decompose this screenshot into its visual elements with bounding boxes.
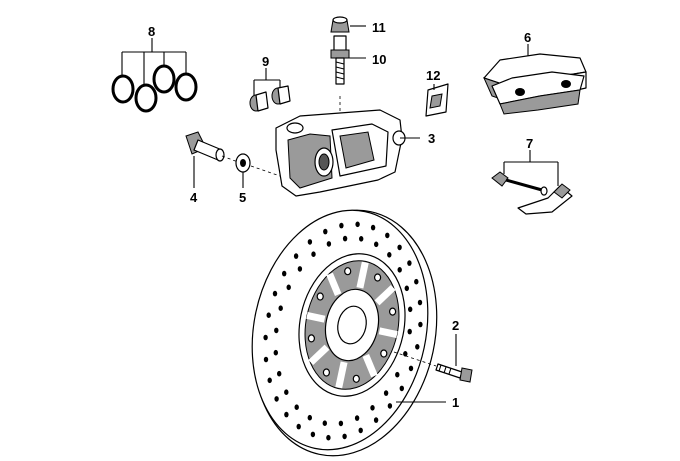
disc-drill-hole [339,222,344,229]
disc-drill-hole [284,389,289,396]
disc-drill-hole [408,306,413,313]
disc-drill-hole [282,270,287,277]
disc-drill-hole [267,377,272,384]
disc-drill-hole [307,414,312,421]
disc-drill-hole [395,371,400,378]
callout-5: 5 [239,190,246,205]
disc-drill-hole [263,334,268,341]
disc-drill-hole [385,232,390,239]
disc-drill-hole [293,253,299,259]
disc-rivet [380,349,388,358]
disc-drill-hole [397,267,402,273]
bleed-caps-part-9 [249,85,291,112]
disc-drill-hole [342,235,348,242]
disc-spoke [374,284,396,306]
callout-labels: 8 9 11 10 12 3 6 7 4 5 2 1 [148,20,533,410]
disc-drill-hole [407,260,412,266]
disc-drill-hole [359,236,364,242]
disc-spoke [335,361,348,389]
disc-drill-hole [404,285,409,292]
disc-drill-hole [307,239,313,245]
disc-drill-hole [286,284,291,291]
disc-rivet [352,374,360,383]
disc-drill-hole [272,290,278,297]
disc-drill-hole [284,411,289,418]
disc-spoke [308,344,330,366]
brake-pads-part-6 [483,53,587,115]
disc-spoke [362,354,378,378]
disc-drill-hole [414,278,419,285]
disc-drill-hole [326,241,332,247]
disc-drill-hole [418,321,423,328]
disc-drill-hole [387,403,393,409]
disc-drill-hole [373,417,379,423]
anti-rattle-spring-part-12 [425,83,449,117]
callout-11: 11 [372,20,386,35]
disc-spoke [356,261,369,289]
disc-rivet [374,273,382,282]
callout-10: 10 [372,52,386,67]
callout-1: 1 [452,395,459,410]
disc-drill-hole [277,370,282,377]
disc-spoke [306,311,326,323]
bleed-screw-part-10 [330,35,350,85]
seal-rings-part-8 [111,64,198,113]
disc-rivet [307,334,315,343]
disc-drill-hole [266,312,271,319]
disc-drill-hole [273,349,278,356]
pin-bolt-part-4 [185,131,239,163]
disc-drill-hole [355,221,360,228]
disc-drill-hole [370,405,375,411]
disc-rivet [322,368,330,377]
dust-cap-part-11 [330,16,350,33]
disc-drill-hole [326,434,331,441]
disc-rivet [389,307,397,316]
disc-drill-hole [294,404,299,411]
disc-rivet [316,292,324,301]
disc-spoke [326,272,342,296]
callout-8: 8 [148,24,155,39]
callout-4: 4 [190,190,198,205]
leader-lines [121,25,559,403]
callout-3: 3 [428,131,435,146]
disc-drill-hole [323,228,328,235]
brake-disc-part-1 [251,209,438,457]
disc-drill-hole [387,252,392,258]
disc-drill-hole [278,305,283,312]
disc-drill-hole [322,420,327,427]
disc-drill-hole [263,356,269,363]
disc-drill-hole [383,390,389,396]
disc-drill-hole [370,224,376,231]
disc-spoke [378,327,398,339]
disc-drill-hole [274,396,279,402]
disc-drill-hole [415,344,420,350]
callout-6: 6 [524,30,531,45]
pad-pin-and-clip-part-7 [491,171,573,215]
disc-drill-hole [358,427,363,434]
callout-12: 12 [426,68,440,83]
disc-drill-hole [397,244,402,251]
disc-drill-hole [274,327,279,334]
disc-bolt-part-2 [393,351,473,383]
disc-drill-hole [374,241,379,248]
disc-drill-hole [407,328,412,335]
disc-rivet [344,267,352,276]
disc-drill-hole [342,433,347,440]
callout-7: 7 [526,136,533,151]
disc-drill-hole [296,423,301,430]
disc-drill-hole [403,351,408,357]
disc-drill-hole [354,415,360,421]
disc-drill-hole [297,266,303,272]
callout-9: 9 [262,54,269,69]
disc-drill-hole [310,431,316,438]
disc-drill-hole [338,420,344,427]
disc-drill-hole [399,385,404,392]
disc-drill-hole [408,365,414,372]
brake-caliper-part-3 [275,96,406,197]
disc-drill-hole [311,251,316,257]
callout-2: 2 [452,318,459,333]
disc-drill-hole [417,299,423,306]
